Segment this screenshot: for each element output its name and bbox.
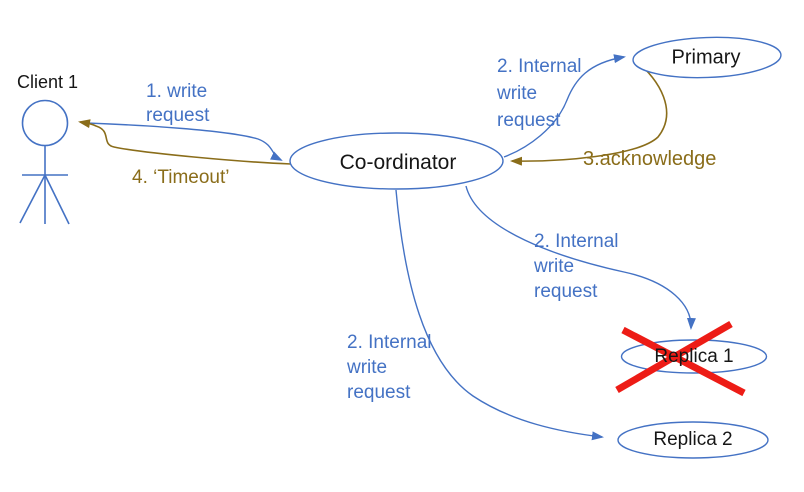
write-request-arrow [85,122,283,161]
timeout-arrow [78,119,292,165]
timeout-label: 4. ‘Timeout’ [132,167,230,188]
write-request-label: 1. write request [146,81,210,126]
internal-write-primary-arrow [503,54,626,158]
acknowledge-label: 3.acknowledge [583,148,717,170]
internal-write-replica1-arrow [465,185,696,330]
coordinator-node [289,132,504,190]
acknowledge-arrow [510,60,668,166]
primary-label: Primary [671,46,741,69]
internal-write-replica1-label: 2. Internal write request [534,231,619,302]
coordinator-label: Co-ordinator [339,151,457,174]
replica1-failed-cross-icon [615,320,746,397]
internal-write-replica2-label: 2. Internal write request [347,332,432,403]
replica1-label: Replica 1 [654,346,734,367]
client-stick-figure-icon [19,99,70,225]
replica2-label: Replica 2 [653,429,733,450]
client-label: Client 1 [17,72,79,92]
primary-node [632,36,782,79]
internal-write-replica2-arrow [395,189,604,441]
internal-write-primary-label: 2. Internal write request [497,56,582,131]
replica2-node [617,421,769,459]
